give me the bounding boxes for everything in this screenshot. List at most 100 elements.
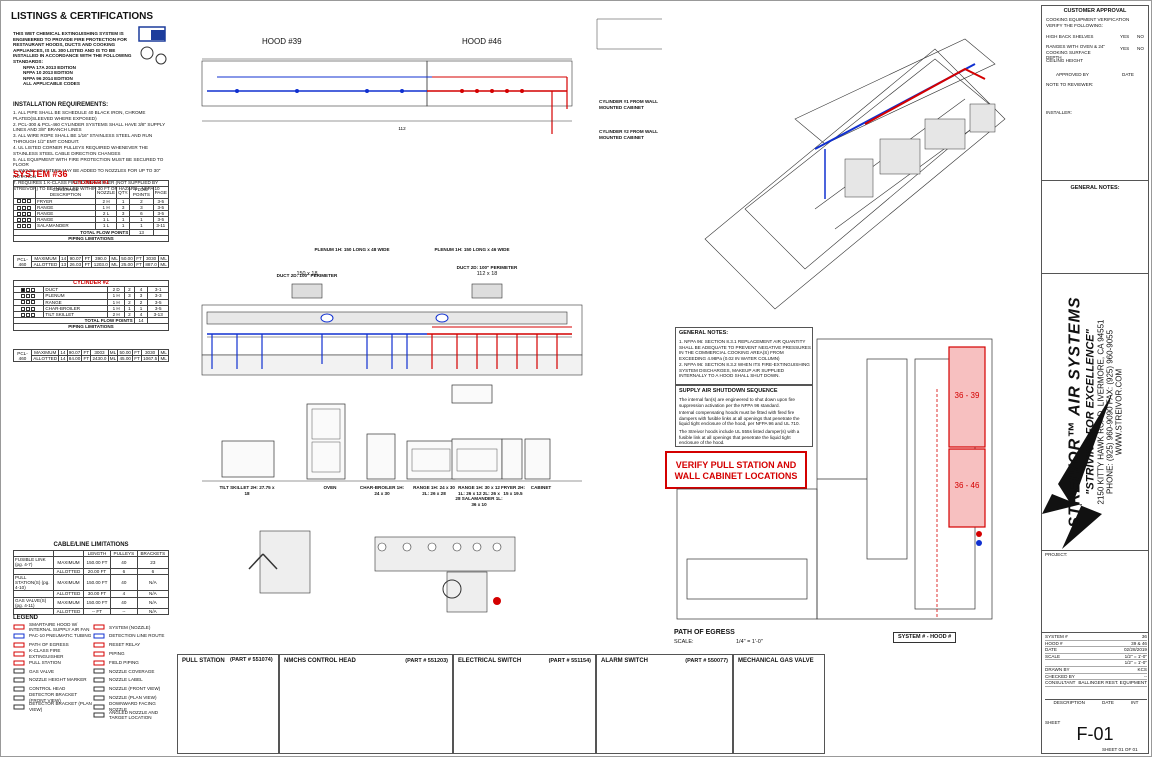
scale-label: SCALE:	[674, 639, 694, 645]
col-header: PULLEYS	[110, 549, 138, 558]
cell-qty: 1	[124, 304, 135, 313]
piping-n: 14	[58, 355, 68, 363]
general-notes-label: GENERAL NOTES:	[1070, 185, 1120, 191]
legend-label: NOZZLE COVERAGE	[109, 668, 155, 674]
checkbox-icon	[27, 199, 31, 204]
cable-a: ALLOTTED	[53, 567, 84, 575]
cabinet-label: CABINET	[530, 485, 552, 490]
legend-item: K-CLASS FIRE EXTINGUISHER	[13, 648, 93, 659]
checkbox-icon	[17, 211, 21, 216]
cell-qty: 2	[124, 310, 135, 319]
checkbox-icon	[22, 224, 26, 229]
col-header: QTY.	[116, 186, 131, 199]
legend-item: DETECTION LINE ROUTE	[93, 632, 173, 641]
oven-label: OVEN	[323, 485, 337, 490]
sheet-of: SHEET 01 OF 01	[1102, 747, 1138, 752]
duct1-label: DUCT 2D: 100" PERIMETER	[276, 273, 338, 278]
checkbox-icon	[17, 205, 21, 210]
piping-label: ALLOTTED	[30, 355, 60, 363]
cell-page: 3-5	[152, 197, 170, 205]
answer-yes: YES	[1120, 34, 1130, 39]
legend-item: DOWNWARD FACING NOZZLE	[93, 701, 173, 712]
cylinder2-label: CYLINDER #2	[13, 279, 169, 288]
piping-v2: 2430.0	[90, 355, 109, 363]
piping-v3: 25.00	[118, 261, 136, 269]
isometric-svg	[704, 38, 1006, 310]
model-cell: PCL-460	[13, 348, 32, 363]
checkbox-icon	[26, 312, 31, 317]
cable-limitations-table: LENGTH PULLEYS BRACKETS FUSIBLE LINK (pg…	[13, 549, 170, 616]
question-ceiling: CEILING HEIGHT	[1046, 58, 1084, 63]
bottom-part: (PART # 551074)	[230, 657, 273, 663]
legend-symbol-icon	[13, 704, 25, 710]
cable-c: --	[110, 608, 138, 616]
title-field-row: CHECKED BY--	[1045, 674, 1147, 681]
legend-symbol-icon	[13, 686, 25, 692]
bottom-part: (PART # 550077)	[685, 658, 728, 664]
supply-note-2: Internal compensating hoods must be fitt…	[679, 410, 800, 427]
legend-item: PATH OF EGRESS	[13, 641, 93, 650]
standard-item: NFPA 17A 2013 EDITION	[23, 64, 76, 70]
ul-logo-stack	[137, 25, 169, 65]
checkbox-icon	[17, 199, 21, 204]
bottom-part: (PART # 551154)	[548, 658, 591, 664]
approved-by: APPROVED BY	[1056, 72, 1089, 77]
installation-item: 6. SWIVEL ADAPTERS MAY BE ADDED TO NOZZL…	[13, 168, 161, 180]
dim-overall: 112	[398, 126, 406, 131]
field-key: CONSULTANT	[1045, 680, 1076, 686]
col-check	[13, 186, 36, 199]
fryer-label: FRYER 2H: 15 x 19.5	[500, 485, 526, 496]
bottom-title: ALARM SWITCH	[601, 658, 648, 664]
piping-v3: 50.00	[117, 348, 134, 357]
installation-item: 2. PCL-300 & PCL-460 CYLINDER SYSTEMS SH…	[13, 121, 166, 133]
sheet-label: SHEET	[1045, 720, 1061, 725]
divider	[1042, 632, 1148, 633]
cable-a: MAXIMUM	[53, 596, 84, 610]
question-ranges: RANGES WITH OVEN & 24" COOKING SURFACE D…	[1046, 44, 1106, 61]
legend-label: NOZZLE (FRONT VIEW)	[109, 686, 161, 692]
piping-u4: ML	[158, 261, 169, 269]
piping-label: ALLOTTED	[31, 261, 60, 269]
general-notes-box: GENERAL NOTES: 1. NFPA 96: SECTION 8.3.1…	[675, 327, 813, 385]
legend-symbol-icon	[93, 633, 105, 639]
date-label: DATE	[1122, 72, 1134, 77]
legend-label: CONTROL HEAD	[29, 686, 66, 692]
legend-item: ANGLED NOZZLE AND TARGET LOCATION	[93, 710, 173, 720]
title-field-row: SYSTEM #36	[1045, 634, 1147, 641]
legend-label: DETECTION LINE ROUTE	[109, 633, 165, 639]
piping-len: 84.00	[66, 355, 83, 363]
legend-symbol-icon	[13, 633, 25, 639]
field-value: KCS	[1137, 666, 1147, 672]
piping-v3: 50.00	[118, 254, 136, 263]
hood1-title: HOOD #39	[262, 37, 302, 46]
listings-title: LISTINGS & CERTIFICATIONS	[11, 11, 154, 22]
cable-d: N/A	[136, 608, 170, 616]
cable-c: 40	[110, 596, 138, 610]
legend-symbol-icon	[93, 651, 105, 657]
field-key: HOOD #	[1045, 640, 1063, 646]
cable-name: FUSIBLE LINK (pg. 4-7)	[13, 556, 54, 569]
plenum1-label: PLENUM 1H: 150 LONG x 48 WIDE	[314, 247, 390, 252]
installation-title: INSTALLATION REQUIREMENTS:	[13, 102, 109, 108]
checkbox-icon	[22, 205, 26, 210]
field-key: DRAWN BY	[1045, 666, 1070, 672]
tilt-skillet-label: TILT SKILLET 2H: 27.75 x 18	[219, 485, 275, 496]
title-field-row: 1/2" = 1'-0"	[1045, 660, 1147, 667]
divider	[1042, 273, 1148, 274]
installation-item: 4. UL LISTED CORNER PULLEYS REQUIRED WHE…	[13, 145, 149, 156]
standard-item: NFPA 10 2013 EDITION	[23, 70, 73, 76]
total-flow-label: TOTAL FLOW POINTS	[13, 317, 135, 325]
question-shelves: HIGH BACK SHELVES	[1046, 34, 1094, 39]
checkbox-icon	[26, 294, 31, 299]
zone-36-39: 36 - 39	[954, 391, 980, 400]
